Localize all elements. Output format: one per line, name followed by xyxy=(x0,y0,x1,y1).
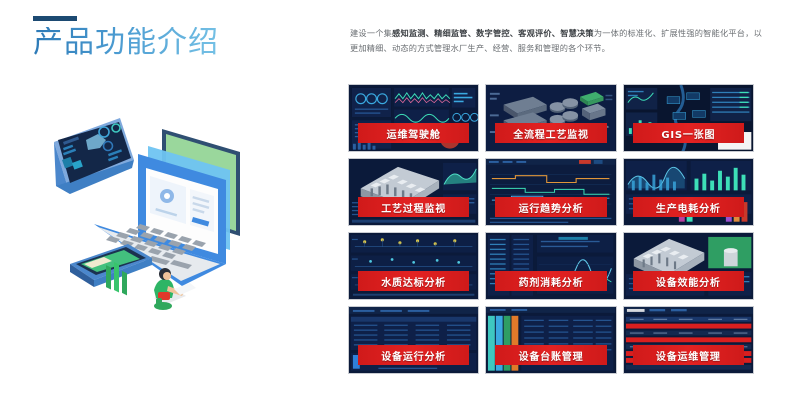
card-label: 运维驾驶舱 xyxy=(386,129,441,141)
feature-card[interactable]: 全流程工艺监视 xyxy=(485,84,617,152)
feature-card[interactable]: 设备效能分析 xyxy=(622,232,754,300)
feature-card[interactable]: 药剂消耗分析 xyxy=(485,232,617,300)
intro-description: 建设一个集感知监测、精细监管、数字管控、客观评价、智慧决策为一体的标准化、扩展性… xyxy=(350,26,762,56)
card-banner: 生产电耗分析 xyxy=(632,197,744,218)
left-panel: 产品功能介绍 xyxy=(0,0,340,420)
feature-card[interactable]: 生产电耗分析 xyxy=(622,158,754,226)
card-banner: 运维驾驶舱 xyxy=(358,123,470,144)
feature-card[interactable]: 设备运维管理 xyxy=(622,306,754,374)
card-label: 设备运行分析 xyxy=(381,351,447,363)
card-banner: 设备效能分析 xyxy=(632,271,744,292)
card-banner: GIS一张图 xyxy=(632,123,744,144)
card-label: 药剂消耗分析 xyxy=(518,277,584,289)
feature-card[interactable]: 设备台账管理 xyxy=(485,306,617,374)
card-label: 工艺过程监视 xyxy=(381,203,447,215)
card-banner: 水质达标分析 xyxy=(358,271,470,292)
feature-card-grid: 运维驾驶舱 xyxy=(348,84,754,374)
laptop-icon xyxy=(94,154,226,286)
feature-card[interactable]: 工艺过程监视 xyxy=(348,158,480,226)
card-label: 运行趋势分析 xyxy=(518,203,584,215)
card-banner: 工艺过程监视 xyxy=(358,197,470,218)
isometric-illustration xyxy=(34,84,324,334)
illustration-svg xyxy=(54,118,240,310)
card-label: 设备运维管理 xyxy=(655,351,721,363)
feature-card[interactable]: 水质达标分析 xyxy=(348,232,480,300)
title-accent-bar xyxy=(33,16,77,21)
card-banner: 药剂消耗分析 xyxy=(495,271,607,292)
intro-bold-a: 感知监测、精细监管、数字管控、客观评价、智慧决策 xyxy=(392,28,594,38)
feature-card[interactable]: GIS一张图 xyxy=(622,84,754,152)
card-label: 生产电耗分析 xyxy=(655,203,721,215)
card-banner: 设备运行分析 xyxy=(358,345,470,366)
page-title: 产品功能介绍 xyxy=(33,25,219,60)
card-label: 全流程工艺监视 xyxy=(513,129,589,141)
card-label: 设备效能分析 xyxy=(655,277,721,289)
title-block: 产品功能介绍 xyxy=(33,16,219,59)
intro-plain-a: 建设一个集 xyxy=(350,28,393,38)
tablet-icon xyxy=(70,244,152,296)
card-label: GIS一张图 xyxy=(661,129,716,141)
feature-card[interactable]: 运行趋势分析 xyxy=(485,158,617,226)
person-figure-icon xyxy=(154,268,196,310)
card-banner: 设备运维管理 xyxy=(632,345,744,366)
card-banner: 全流程工艺监视 xyxy=(495,123,607,144)
card-banner: 运行趋势分析 xyxy=(495,197,607,218)
card-label: 水质达标分析 xyxy=(381,277,447,289)
card-label: 设备台账管理 xyxy=(518,351,584,363)
monitor-panel-icon xyxy=(54,118,134,194)
intro-plain-b: 为一体的标准化、扩展性强的智能化平台，以更加精细、动态的方式管理水厂生产、经营、… xyxy=(350,28,762,54)
feature-card[interactable]: 设备运行分析 xyxy=(348,306,480,374)
right-panel: 建设一个集感知监测、精细监管、数字管控、客观评价、智慧决策为一体的标准化、扩展性… xyxy=(346,0,800,420)
feature-card[interactable]: 运维驾驶舱 xyxy=(348,84,480,152)
card-banner: 设备台账管理 xyxy=(495,345,607,366)
